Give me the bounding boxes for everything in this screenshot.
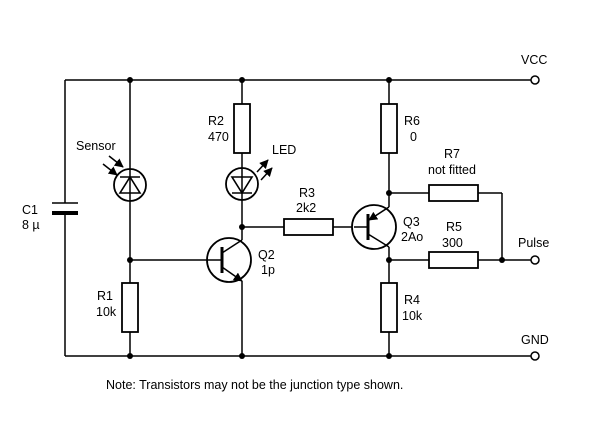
junction-dot — [386, 190, 392, 196]
resistor-r6: R6 0 — [380, 80, 420, 207]
resistor-r4: R4 10k — [380, 282, 423, 356]
r7-value: not fitted — [428, 163, 476, 177]
gnd-label: GND — [521, 333, 549, 347]
junction-dot — [386, 257, 392, 263]
r2-name: R2 — [208, 114, 224, 128]
junction-dot — [386, 77, 392, 83]
vcc-rail: VCC — [65, 53, 547, 85]
sensor-branch: Sensor — [76, 80, 147, 283]
sensor-label: Sensor — [76, 139, 116, 153]
pulse-terminal[interactable] — [530, 255, 540, 265]
resistor-r7: R7 not fitted — [389, 147, 503, 260]
junction-dot — [127, 77, 133, 83]
junction-dot — [239, 224, 245, 230]
led-label: LED — [272, 143, 296, 157]
resistor-r3: R3 2k2 — [242, 186, 354, 236]
gnd-terminal[interactable] — [530, 351, 540, 361]
r5-name: R5 — [446, 220, 462, 234]
r1-value: 10k — [96, 305, 117, 319]
pulse-label: Pulse — [518, 236, 549, 250]
junction-dot — [499, 257, 505, 263]
q3-value: 2Ao — [401, 230, 423, 244]
r5-value: 300 — [442, 236, 463, 250]
led-diode: LED — [225, 143, 296, 240]
r1-name: R1 — [97, 289, 113, 303]
q2-value: 1p — [261, 263, 275, 277]
r6-value: 0 — [410, 130, 417, 144]
r3-name: R3 — [299, 186, 315, 200]
junction-dot — [127, 353, 133, 359]
r3-value: 2k2 — [296, 201, 316, 215]
r4-value: 10k — [402, 309, 423, 323]
capacitor-c1: C1 8 µ — [22, 80, 78, 356]
q3-name: Q3 — [403, 215, 420, 229]
junction-dot — [386, 353, 392, 359]
r4-name: R4 — [404, 293, 420, 307]
resistor-r5: R5 300 — [389, 220, 531, 269]
c1-value: 8 µ — [22, 218, 40, 232]
r7-name: R7 — [444, 147, 460, 161]
q2-name: Q2 — [258, 248, 275, 262]
junction-dots — [127, 77, 505, 359]
transistor-q2: Q2 1p — [206, 237, 275, 356]
vcc-label: VCC — [521, 53, 547, 67]
footnote: Note: Transistors may not be the junctio… — [106, 378, 403, 392]
resistor-r2: R2 470 — [208, 80, 251, 168]
junction-dot — [127, 257, 133, 263]
gnd-rail: GND — [65, 333, 549, 361]
resistor-r1: R1 10k — [96, 282, 139, 356]
r6-name: R6 — [404, 114, 420, 128]
vcc-terminal[interactable] — [530, 75, 540, 85]
junction-dot — [239, 77, 245, 83]
junction-dot — [239, 353, 245, 359]
r2-value: 470 — [208, 130, 229, 144]
c1-name: C1 — [22, 203, 38, 217]
transistor-q3: Q3 2Ao — [351, 204, 423, 283]
